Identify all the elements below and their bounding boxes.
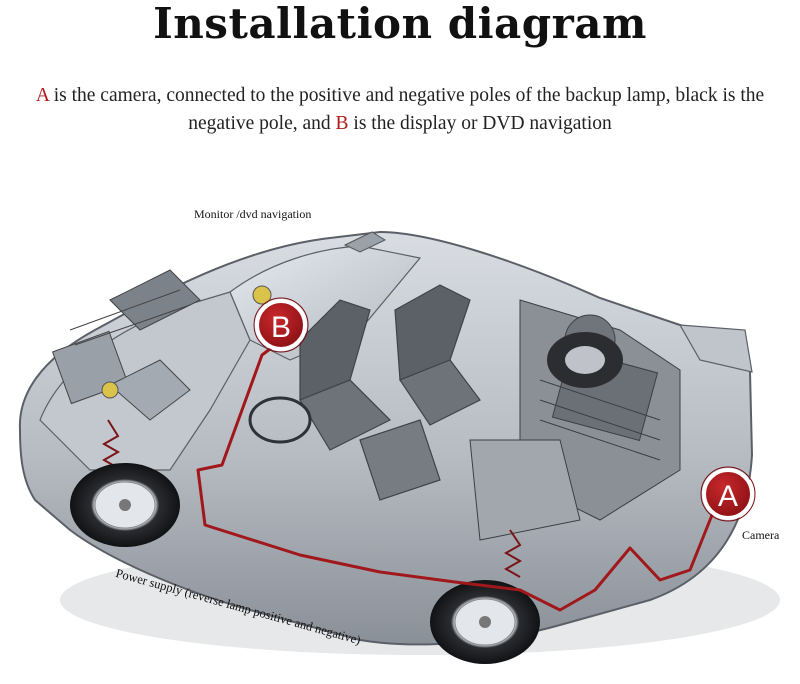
monitor-label: Monitor /dvd navigation — [194, 207, 312, 221]
rear-wheel — [430, 580, 540, 664]
cabin-interior — [248, 284, 481, 501]
marker-a-inline: A — [35, 85, 49, 106]
marker-b-inline: B — [335, 113, 349, 134]
description-text-1: is the camera, connected to the positive… — [48, 85, 765, 134]
rear-wheel-far — [547, 332, 623, 388]
front-strut-mount — [101, 381, 119, 399]
front-wheel — [70, 463, 180, 547]
camera-label: Camera — [742, 528, 780, 542]
description: A is the camera, connected to the positi… — [4, 82, 796, 138]
side-mirror — [343, 231, 387, 253]
rear-strut-mount — [252, 285, 272, 305]
power-wire — [196, 338, 727, 612]
description-text-2: is the display or DVD navigation — [348, 113, 612, 134]
marker-b: B — [253, 297, 309, 353]
marker-b-letter: B — [271, 311, 291, 344]
suspension — [101, 419, 523, 578]
marker-a-letter: A — [718, 480, 738, 513]
page-title: Installation diagram — [153, 0, 647, 48]
rear-wing — [678, 324, 753, 373]
marker-a: A — [700, 466, 756, 522]
